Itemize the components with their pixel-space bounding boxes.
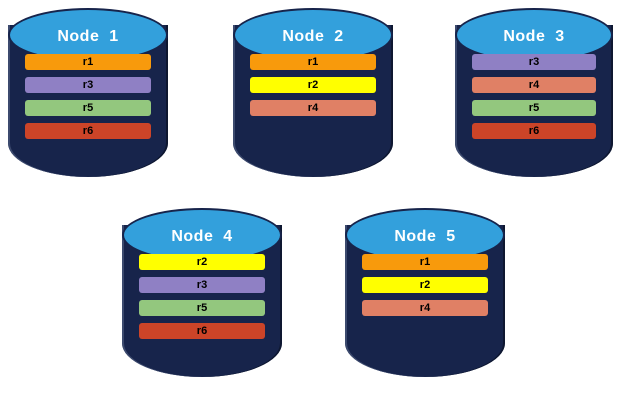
node-label: Node 3	[503, 28, 565, 45]
replica-bar[interactable]: r5	[25, 100, 151, 116]
replica-bar[interactable]: r5	[139, 300, 265, 316]
replica-bar[interactable]: r6	[139, 323, 265, 339]
cylinder-top: Node 1	[8, 8, 168, 62]
replica-bar[interactable]: r1	[362, 254, 488, 270]
database-node-2[interactable]: Node 2 r1 r2 r4	[233, 8, 393, 194]
replica-bar[interactable]: r1	[250, 54, 376, 70]
replica-bar[interactable]: r4	[362, 300, 488, 316]
cylinder-top: Node 2	[233, 8, 393, 62]
replica-bar[interactable]: r3	[139, 277, 265, 293]
database-node-5[interactable]: Node 5 r1 r2 r4	[345, 208, 505, 394]
node-label: Node 1	[57, 28, 119, 45]
database-node-3[interactable]: Node 3 r3 r4 r5 r6	[455, 8, 613, 194]
replica-stack: r1 r2 r4	[250, 54, 376, 116]
replica-stack: r1 r3 r5 r6	[25, 54, 151, 139]
database-node-1[interactable]: Node 1 r1 r3 r5 r6	[8, 8, 168, 194]
replica-bar[interactable]: r3	[472, 54, 596, 70]
replica-bar[interactable]: r2	[250, 77, 376, 93]
replica-bar[interactable]: r6	[25, 123, 151, 139]
replica-stack: r2 r3 r5 r6	[139, 254, 265, 339]
replica-bar[interactable]: r5	[472, 100, 596, 116]
replica-bar[interactable]: r6	[472, 123, 596, 139]
replica-bar[interactable]: r3	[25, 77, 151, 93]
node-label: Node 5	[394, 228, 456, 245]
replica-bar[interactable]: r4	[472, 77, 596, 93]
replica-bar[interactable]: r2	[362, 277, 488, 293]
replica-stack: r1 r2 r4	[362, 254, 488, 316]
node-label: Node 4	[171, 228, 233, 245]
replica-bar[interactable]: r1	[25, 54, 151, 70]
database-node-4[interactable]: Node 4 r2 r3 r5 r6	[122, 208, 282, 394]
cylinder-top: Node 3	[455, 8, 613, 62]
replica-stack: r3 r4 r5 r6	[472, 54, 596, 139]
replica-bar[interactable]: r4	[250, 100, 376, 116]
replica-bar[interactable]: r2	[139, 254, 265, 270]
cylinder-top: Node 5	[345, 208, 505, 262]
node-label: Node 2	[282, 28, 344, 45]
